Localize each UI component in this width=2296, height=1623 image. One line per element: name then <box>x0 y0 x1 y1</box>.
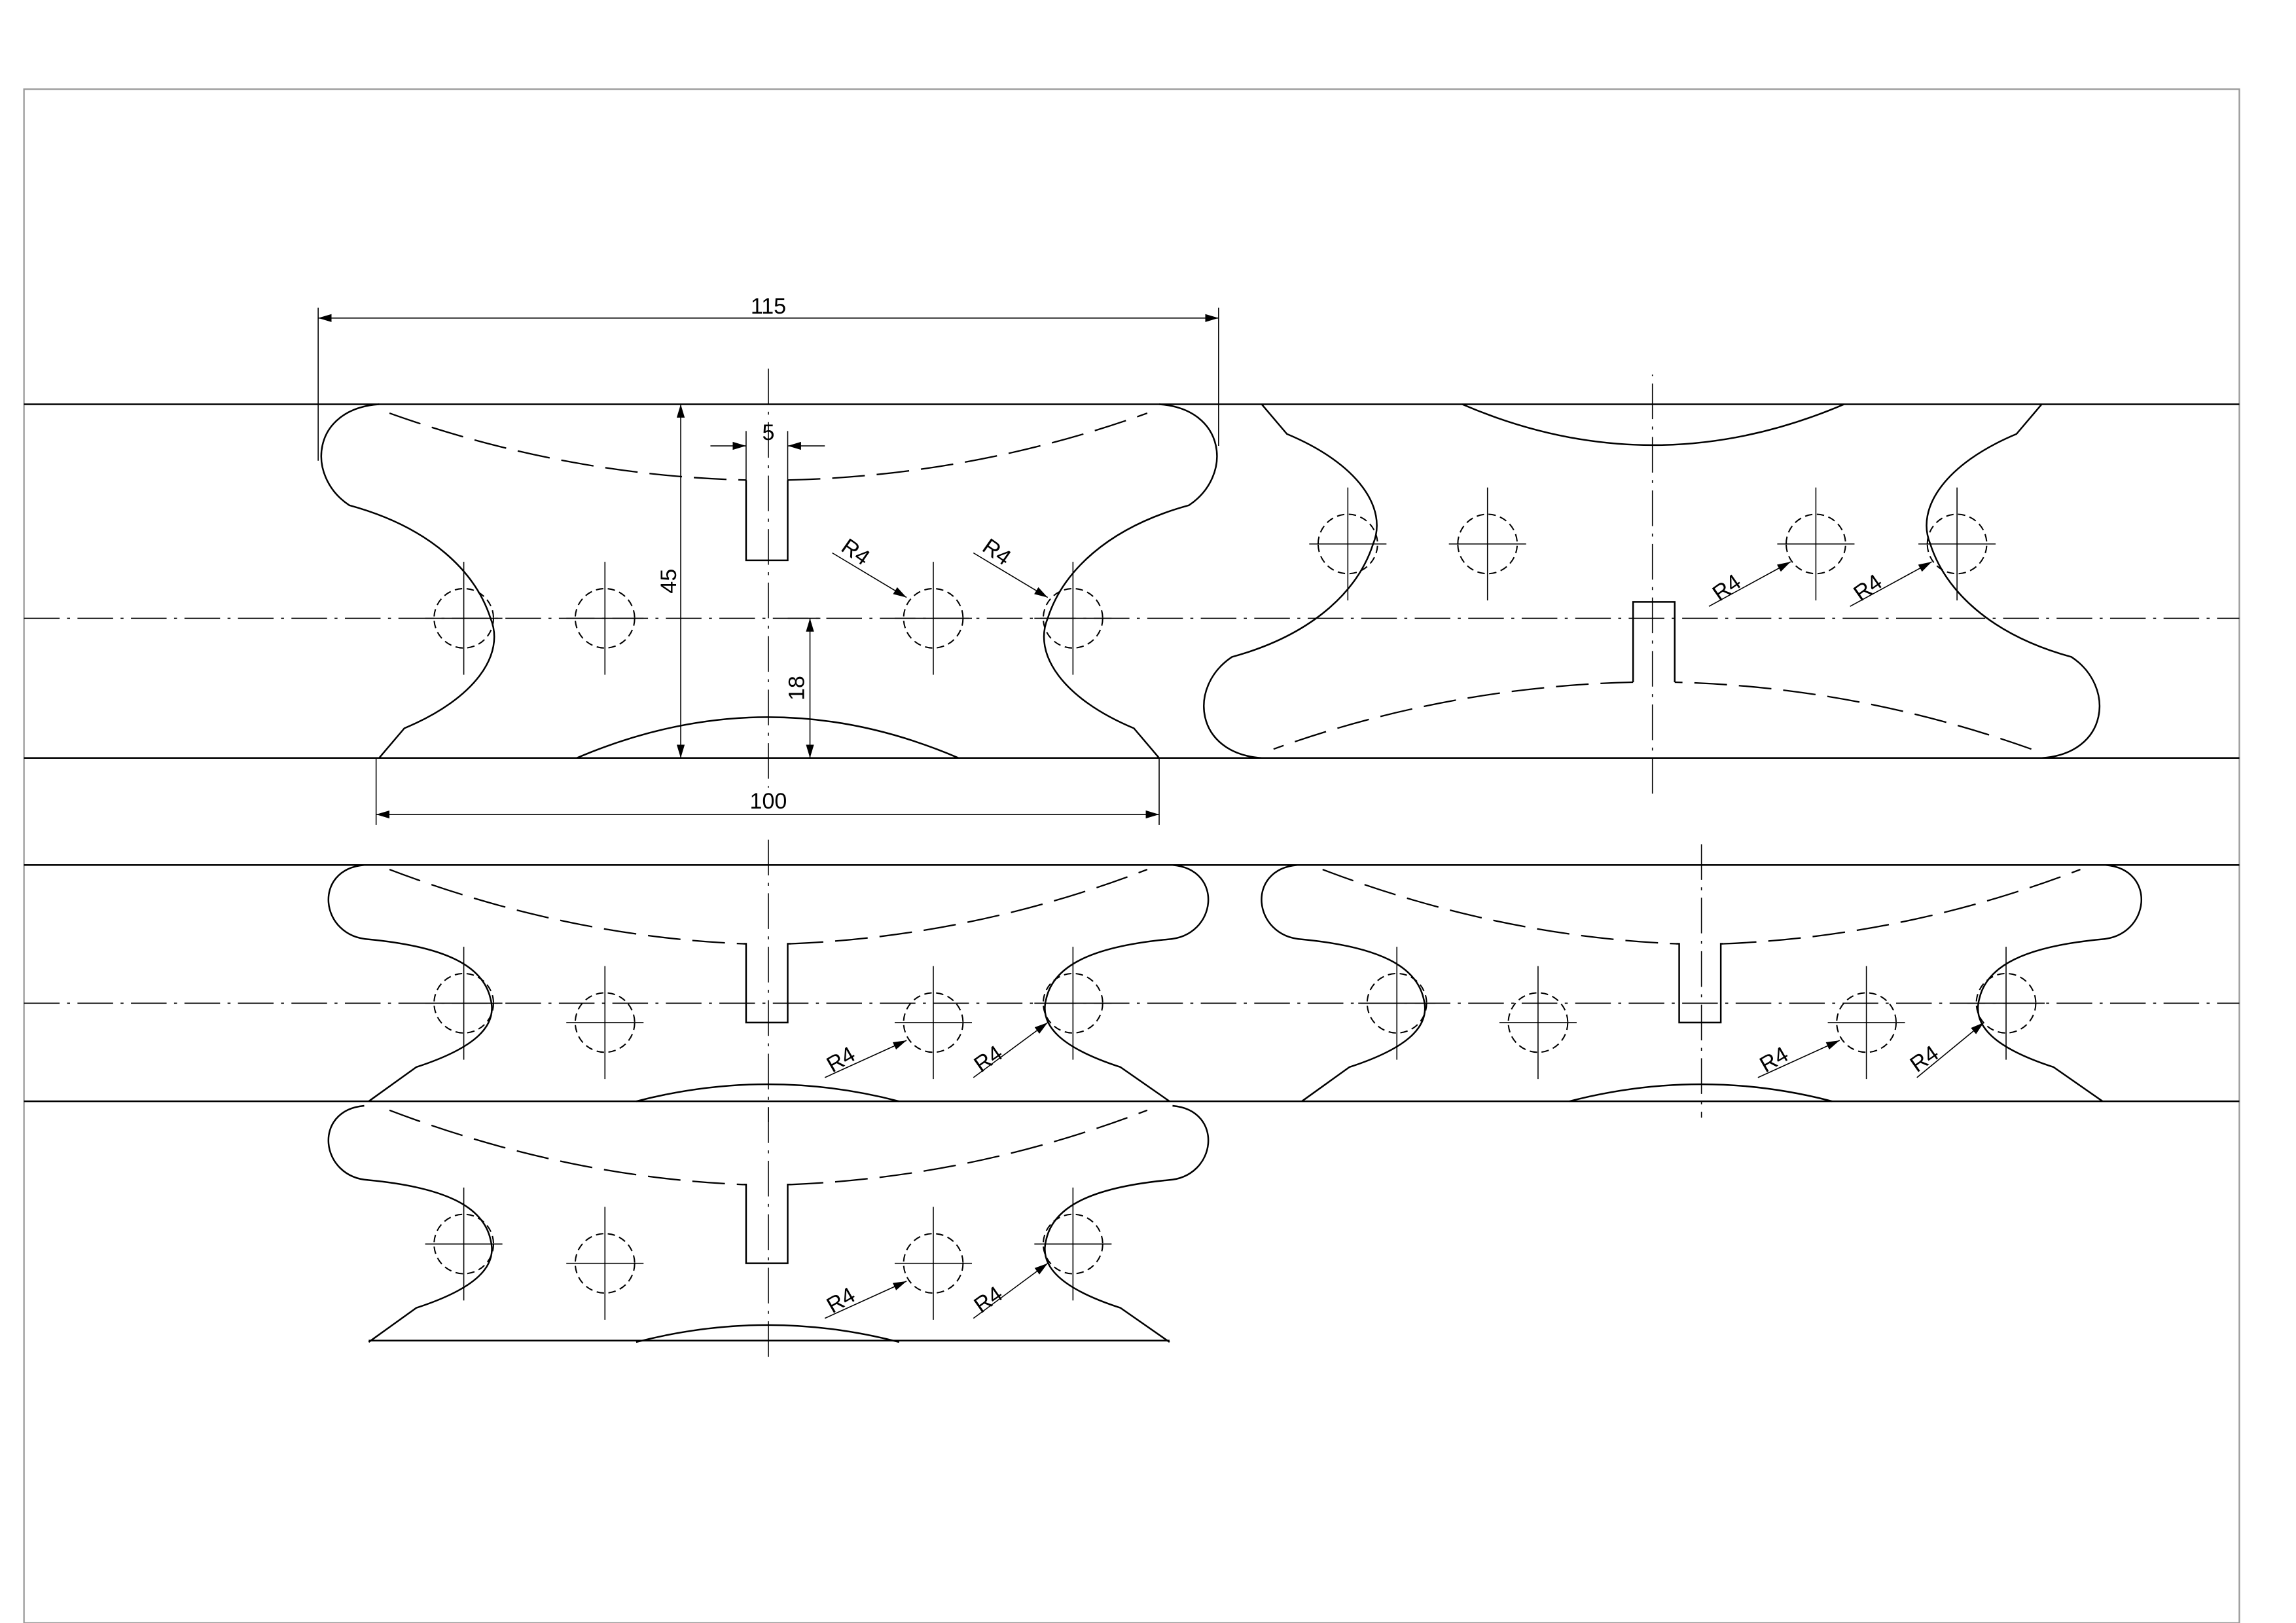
part-3 <box>329 839 1208 1122</box>
svg-text:R4: R4 <box>1755 1042 1793 1078</box>
dim-5: 5 <box>762 420 775 445</box>
svg-text:R4: R4 <box>1906 1041 1943 1078</box>
svg-text:R4: R4 <box>1708 570 1746 606</box>
dimension-center-height: 18 <box>784 617 821 758</box>
svg-text:R4: R4 <box>823 1283 860 1319</box>
dim-100: 100 <box>750 789 787 814</box>
svg-text:R4: R4 <box>823 1042 860 1078</box>
radius-callouts: R4 R4 R4 R4 R4 R4 R4 R4 R4 R4 <box>823 534 1984 1319</box>
part-4 <box>1261 844 2141 1118</box>
dimension-base-width: 100 <box>375 757 1160 825</box>
dimension-height: 45 <box>656 404 685 758</box>
dim-18: 18 <box>784 676 809 701</box>
dimension-overall-width: 115 <box>317 294 1219 461</box>
part-2 <box>1204 374 2099 793</box>
svg-text:R4: R4 <box>1849 570 1886 606</box>
dim-115: 115 <box>751 294 786 319</box>
svg-text:R4: R4 <box>836 534 874 570</box>
svg-text:R4: R4 <box>969 1041 1007 1078</box>
dimension-slot-width: 5 <box>710 420 825 481</box>
svg-text:R4: R4 <box>978 534 1015 570</box>
strip-lines <box>24 403 2240 1103</box>
drawing-frame <box>23 88 2240 1623</box>
svg-text:R4: R4 <box>969 1281 1007 1318</box>
dim-45: 45 <box>656 569 681 594</box>
part-5 <box>329 1106 1208 1360</box>
